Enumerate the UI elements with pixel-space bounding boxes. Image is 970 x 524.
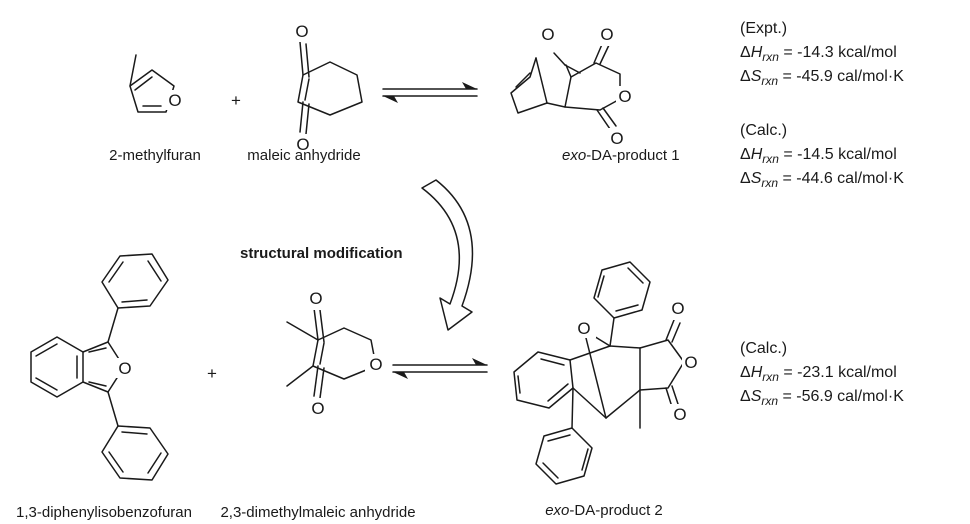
oxygen-atom: O: [118, 359, 131, 378]
label-1-3-diphenylisobenzofuran: 1,3-diphenylisobenzofuran: [16, 504, 192, 521]
molecule-exo-da-product-2: O O O O: [513, 261, 704, 485]
calc1-entropy: ΔSrxn = -44.6 cal/mol·K: [740, 170, 904, 190]
oxygen-atom: O: [311, 399, 324, 418]
oxygen-atom: O: [600, 25, 613, 44]
oxygen-atom: O: [577, 319, 590, 338]
oxygen-atom: O: [541, 25, 554, 44]
label-exo-da-product-1: exo-DA-product 1: [562, 147, 680, 164]
molecule-2-3-dimethylmaleic-anhydride: O O O: [286, 288, 387, 420]
calc1-header: (Calc.): [740, 122, 787, 139]
expt-enthalpy: ΔHrxn = -14.3 kcal/mol: [740, 44, 897, 64]
molecule-exo-da-product-1: O O O O: [510, 24, 638, 150]
label-maleic-anhydride: maleic anhydride: [247, 147, 360, 164]
calc1-enthalpy: ΔHrxn = -14.5 kcal/mol: [740, 146, 897, 166]
expt-header: (Expt.): [740, 20, 787, 37]
structural-modification-arrow: [421, 179, 474, 331]
thermo-calc-block-1: (Calc.) ΔHrxn = -14.5 kcal/mol ΔSrxn = -…: [740, 122, 904, 190]
plus-sign-1: +: [231, 91, 241, 110]
label-2-methylfuran: 2-methylfuran: [109, 147, 201, 164]
molecule-1-3-diphenylisobenzofuran: O: [30, 253, 169, 481]
calc2-header: (Calc.): [740, 340, 787, 357]
molecule-2-methylfuran: O: [129, 54, 186, 113]
oxygen-atom: O: [671, 299, 684, 318]
oxygen-atom: O: [309, 289, 322, 308]
oxygen-atom: O: [369, 355, 382, 374]
label-2-3-dimethylmaleic-anhydride: 2,3-dimethylmaleic anhydride: [220, 504, 415, 521]
expt-entropy: ΔSrxn = -45.9 cal/mol·K: [740, 68, 904, 88]
molecule-maleic-anhydride: O O: [291, 20, 363, 156]
oxygen-atom: O: [673, 405, 686, 424]
label-exo-da-product-2: exo-DA-product 2: [545, 502, 663, 519]
oxygen-atom: O: [296, 135, 309, 154]
thermo-calc-block-2: (Calc.) ΔHrxn = -23.1 kcal/mol ΔSrxn = -…: [740, 340, 904, 408]
oxygen-atom: O: [168, 91, 181, 110]
thermo-expt-block: (Expt.) ΔHrxn = -14.3 kcal/mol ΔSrxn = -…: [740, 20, 904, 88]
plus-sign-2: +: [207, 364, 217, 383]
oxygen-atom: O: [684, 353, 697, 372]
equilibrium-arrow-2: [392, 358, 488, 379]
oxygen-atom: O: [618, 87, 631, 106]
structural-modification-label: structural modification: [240, 245, 403, 262]
calc2-enthalpy: ΔHrxn = -23.1 kcal/mol: [740, 364, 897, 384]
calc2-entropy: ΔSrxn = -56.9 cal/mol·K: [740, 388, 904, 408]
oxygen-atom: O: [295, 22, 308, 41]
oxygen-atom: O: [610, 129, 623, 148]
equilibrium-arrow-1: [382, 82, 478, 103]
